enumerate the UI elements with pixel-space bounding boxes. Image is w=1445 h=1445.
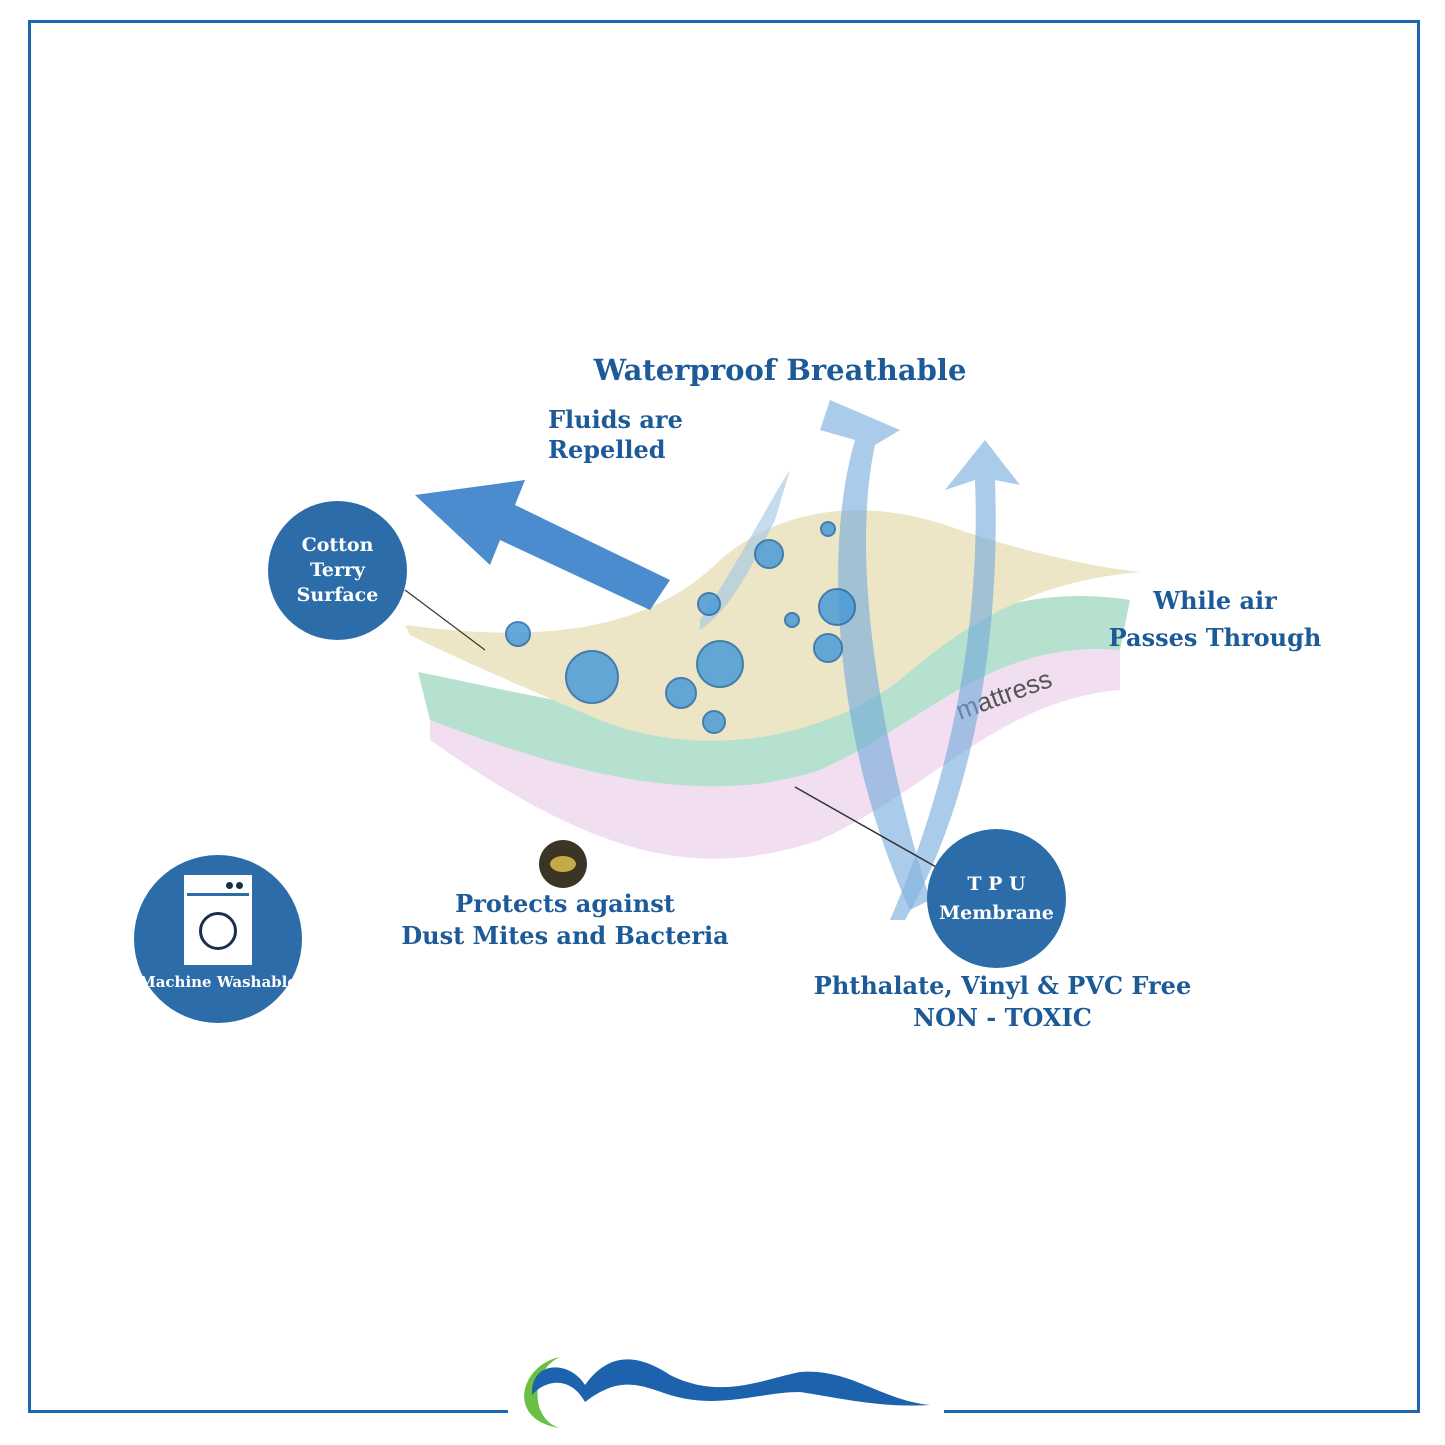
nontoxic-line-1: Phthalate, Vinyl & PVC Free bbox=[813, 971, 1192, 1000]
non-toxic-label: Phthalate, Vinyl & PVC Free NON - TOXIC bbox=[800, 970, 1205, 1035]
dust-mite-icon bbox=[539, 840, 587, 888]
fluids-line-2: Repelled bbox=[548, 435, 666, 464]
cotton-terry-badge: Cotton Terry Surface bbox=[268, 501, 407, 640]
tpu-membrane-badge: T P U Membrane bbox=[927, 829, 1066, 968]
machine-knobs bbox=[236, 882, 243, 890]
title-waterproof-breathable: Waterproof Breathable bbox=[593, 353, 967, 387]
cotton-line-1: Cotton bbox=[301, 534, 374, 557]
machine-washable-badge: Machine Washable bbox=[134, 855, 302, 1023]
mites-line-1: Protects against bbox=[455, 889, 675, 918]
mites-line-2: Dust Mites and Bacteria bbox=[401, 921, 729, 951]
cotton-line-3: Surface bbox=[296, 583, 379, 606]
air-line-1: While air bbox=[1153, 586, 1277, 615]
mattress-layer bbox=[430, 649, 1120, 859]
water-drop-icon bbox=[505, 521, 856, 734]
tpu-line-2: Membrane bbox=[939, 901, 1054, 924]
dust-mites-label: Protects against Dust Mites and Bacteria bbox=[400, 888, 730, 953]
tpu-layer bbox=[418, 596, 1130, 787]
arrow-icon bbox=[415, 400, 1020, 920]
machine-door bbox=[199, 912, 237, 951]
machine-washable-text: Machine Washable bbox=[139, 973, 297, 992]
brand-logo bbox=[524, 1357, 930, 1428]
air-line-2: Passes Through bbox=[1108, 623, 1322, 653]
washing-machine-icon bbox=[184, 875, 252, 966]
fluids-line-1: Fluids are bbox=[548, 405, 683, 434]
fluids-label: Fluids are Repelled bbox=[548, 405, 698, 465]
machine-panel-divider bbox=[187, 893, 249, 897]
cotton-line-2: Terry bbox=[309, 559, 366, 582]
tpu-line-1: T P U bbox=[967, 873, 1026, 895]
tpu-leader-line bbox=[794, 786, 946, 873]
nontoxic-line-2: NON - TOXIC bbox=[913, 1003, 1092, 1033]
air-label: While air Passes Through bbox=[1100, 582, 1330, 656]
cotton-leader-line bbox=[404, 589, 486, 651]
